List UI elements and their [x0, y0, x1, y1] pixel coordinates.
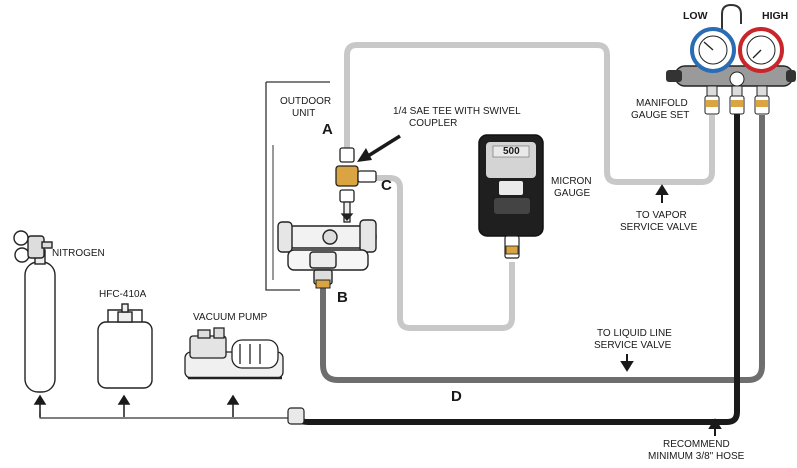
outdoor-unit-label-1: OUTDOOR [280, 96, 331, 107]
low-label: LOW [683, 10, 708, 22]
manifold-label-1: MANIFOLD [636, 98, 688, 109]
recommend-arrow [708, 418, 722, 436]
tee-label-1: 1/4 SAE TEE WITH SWIVEL [393, 106, 521, 117]
nitrogen-cylinder [13, 230, 56, 393]
point-b-label: B [337, 289, 348, 306]
tee-pointer-arrow [367, 134, 401, 158]
hose-d [320, 115, 765, 383]
manifold-label-2: GAUGE SET [631, 110, 689, 121]
vacuum-pump-label: VACUUM PUMP [193, 312, 268, 323]
liquid-arrow [620, 354, 634, 372]
hose-a-to-manifold [344, 42, 715, 185]
point-a-label: A [322, 121, 333, 138]
nitrogen-label: NITROGEN [52, 248, 105, 259]
vapor-arrow [655, 184, 669, 203]
micron-readout: 500 [503, 146, 520, 157]
hose-c-to-micron [372, 175, 515, 331]
outdoor-unit-frame [265, 81, 330, 291]
manifold-gauge-set [666, 3, 796, 115]
supply-coupler [287, 407, 305, 425]
service-valves [277, 219, 377, 285]
hfc-label: HFC-410A [99, 289, 147, 300]
tee-fitting [335, 147, 377, 223]
supply-line [39, 412, 292, 419]
outdoor-unit-label-2: UNIT [292, 108, 315, 119]
liquid-label-2: SERVICE VALVE [594, 340, 672, 351]
point-d-label: D [451, 388, 462, 405]
vapor-label-1: TO VAPOR [636, 210, 687, 221]
tee-label-2: COUPLER [409, 118, 457, 129]
hfc-410a-tank [97, 303, 153, 389]
micron-label-1: MICRON [551, 176, 592, 187]
supply-arrows [33, 394, 240, 417]
micron-gauge [478, 134, 544, 259]
recommend-label-2: MINIMUM 3/8" HOSE [648, 451, 745, 462]
point-c-label: C [381, 177, 392, 194]
micron-label-2: GAUGE [554, 188, 590, 199]
vapor-label-2: SERVICE VALVE [620, 222, 698, 233]
recommend-label-1: RECOMMEND [663, 439, 730, 450]
liquid-label-1: TO LIQUID LINE [597, 328, 672, 339]
high-label: HIGH [762, 10, 788, 22]
vacuum-pump [184, 327, 284, 380]
